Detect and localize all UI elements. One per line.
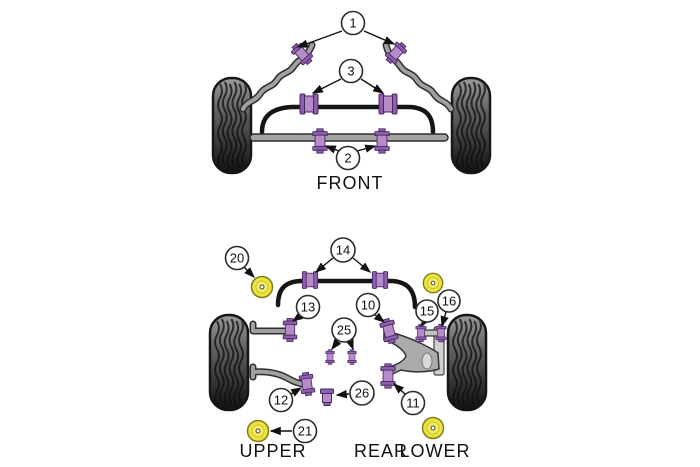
rear-upper-arm — [249, 320, 289, 335]
arrow-2-right-icon — [356, 144, 377, 153]
washer-bushing-bottom-left-icon — [246, 419, 270, 443]
callout-11-number: 11 — [406, 396, 420, 411]
rear-label: REAR — [354, 441, 408, 461]
callout-2-number: 2 — [344, 151, 351, 166]
arrow-1-right-icon — [363, 30, 396, 45]
toe-link-bushing-16-icon — [435, 323, 447, 343]
rear-arb-bushing-left-icon — [301, 271, 319, 289]
callout-26-number: 26 — [355, 386, 369, 401]
front-arb-bushing-left-icon — [299, 93, 319, 115]
callout-20-number: 20 — [230, 251, 244, 266]
callout-12-number: 12 — [274, 393, 288, 408]
callout-1-circle-icon — [340, 10, 366, 36]
front-right-tire-icon — [452, 78, 490, 173]
arrow-25-right-icon — [345, 338, 354, 351]
front-subframe-bushing-right-icon — [374, 128, 390, 154]
washer-bushing-top-left-icon — [250, 275, 274, 299]
front-diagram: 1 3 2 FRONT — [213, 10, 490, 193]
rear-lower-arm — [249, 363, 309, 388]
callout-12-circle-icon — [268, 387, 294, 413]
arrow-13-icon — [291, 311, 304, 322]
arrow-14-left-icon — [314, 257, 334, 273]
callout-25-circle-icon — [331, 317, 357, 343]
rear-upper-arm-bushing-icon — [282, 318, 298, 342]
callout-12: 12 — [268, 387, 294, 413]
arrow-3-left-icon — [311, 78, 342, 94]
lower-label: LOWER — [399, 441, 470, 461]
callout-21-number: 21 — [298, 424, 312, 439]
rear-left-tire-icon — [210, 315, 248, 410]
toe-link-bushing-15-icon — [415, 323, 427, 343]
hub-carrier-hole — [421, 352, 433, 370]
callout-21: 21 — [292, 418, 318, 444]
callout-10: 10 — [355, 292, 381, 318]
callout-16-circle-icon — [437, 289, 461, 313]
callout-26: 26 — [349, 380, 375, 406]
arrow-2-left-icon — [324, 145, 340, 154]
center-bushing-26-icon — [320, 388, 334, 406]
rear-diagram: 14 20 13 10 15 16 25 12 — [210, 237, 486, 461]
callout-11-circle-icon — [400, 390, 426, 416]
callout-10-number: 10 — [361, 298, 375, 313]
front-left-tire-icon — [213, 78, 251, 173]
front-arb-bushing-right-icon — [378, 93, 398, 115]
arrow-3-right-icon — [360, 78, 385, 94]
arrow-12-icon — [290, 387, 303, 397]
callout-1-number: 1 — [349, 16, 356, 31]
callout-11: 11 — [400, 390, 426, 416]
arrow-20-icon — [243, 266, 255, 278]
center-bushing-25-left-icon — [325, 349, 335, 365]
arrow-16-icon — [440, 311, 449, 328]
callout-15-number: 15 — [420, 304, 434, 319]
front-subframe-bar — [249, 133, 449, 142]
rear-arb-bushing-right-icon — [371, 271, 389, 289]
callout-13-circle-icon — [295, 294, 321, 320]
rear-right-tire-icon — [448, 315, 486, 410]
callout-2: 2 — [335, 145, 361, 171]
callout-14: 14 — [330, 237, 356, 263]
callout-2-circle-icon — [335, 145, 361, 171]
callout-26-circle-icon — [349, 380, 375, 406]
arrow-25-left-icon — [331, 338, 342, 351]
front-anti-roll-bar — [259, 104, 436, 135]
callout-25-number: 25 — [337, 323, 351, 338]
callout-16-number: 16 — [442, 294, 456, 309]
callout-15-circle-icon — [415, 299, 439, 323]
rear-anti-roll-bar — [275, 278, 418, 310]
front-subframe-bushing-left-icon — [312, 128, 328, 154]
callout-3-circle-icon — [338, 58, 364, 84]
callout-16: 16 — [437, 289, 461, 313]
arrow-11-icon — [392, 383, 406, 395]
arrow-1-left-icon — [296, 30, 343, 48]
arrow-15-icon — [420, 315, 431, 328]
callout-25: 25 — [331, 317, 357, 343]
washer-bushing-top-right-icon — [422, 272, 444, 294]
callout-14-number: 14 — [336, 243, 350, 258]
callout-15: 15 — [415, 299, 439, 323]
arrow-10-icon — [373, 312, 386, 323]
callout-14-circle-icon — [330, 237, 356, 263]
callout-13: 13 — [295, 294, 321, 320]
callout-13-number: 13 — [301, 300, 315, 315]
upper-label: UPPER — [239, 441, 306, 461]
front-label: FRONT — [317, 173, 384, 193]
callout-3-number: 3 — [347, 64, 354, 79]
callout-10-circle-icon — [355, 292, 381, 318]
arrow-26-icon — [335, 390, 350, 399]
carrier-bushing-11-icon — [380, 363, 396, 389]
center-bushing-25-right-icon — [347, 349, 357, 365]
callout-20: 20 — [224, 245, 250, 271]
callout-3: 3 — [338, 58, 364, 84]
washer-bushing-bottom-right-icon — [421, 416, 445, 440]
callout-1: 1 — [340, 10, 366, 36]
front-left-drop-link — [239, 41, 316, 113]
arrow-14-right-icon — [352, 257, 372, 273]
callout-20-circle-icon — [224, 245, 250, 271]
callout-21-circle-icon — [292, 418, 318, 444]
